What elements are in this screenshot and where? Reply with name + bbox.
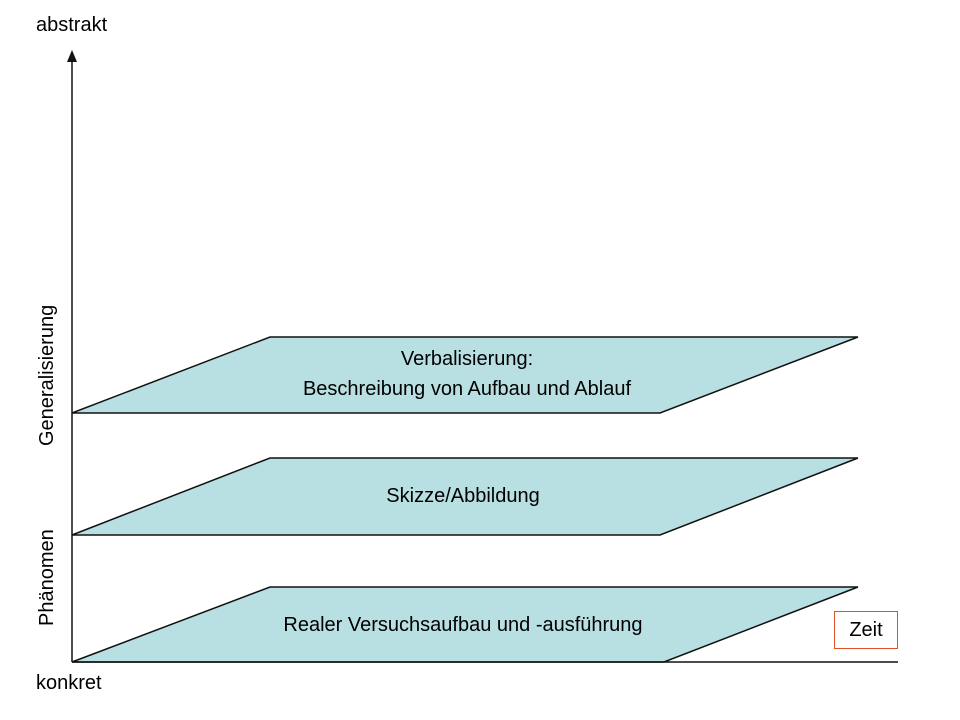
plane-verbalisierung-subtitle: Beschreibung von Aufbau und Ablauf xyxy=(302,378,632,400)
axis-label-phaenomen: Phänomen xyxy=(36,529,58,626)
time-label: Zeit xyxy=(849,619,883,641)
plane-verbalisierung xyxy=(71,336,859,414)
vertical-axis-arrowhead xyxy=(67,50,77,62)
plane-verbalisierung-label: Verbalisierung: Beschreibung von Aufbau … xyxy=(217,344,717,404)
axis-bottom-label: konkret xyxy=(36,672,102,694)
plane-skizze-label: Skizze/Abbildung xyxy=(213,481,713,511)
plane-realer-versuch-label: Realer Versuchsaufbau und -ausführung xyxy=(213,610,713,640)
plane-skizze xyxy=(71,457,859,536)
axis-top-label: abstrakt xyxy=(36,14,108,36)
time-label-box: Zeit xyxy=(834,611,898,649)
plane-realer-versuch-title: Realer Versuchsaufbau und -ausführung xyxy=(283,614,643,636)
plane-skizze-title: Skizze/Abbildung xyxy=(386,485,540,507)
axis-label-generalisierung: Generalisierung xyxy=(36,304,58,446)
plane-verbalisierung-title: Verbalisierung: xyxy=(400,348,534,370)
